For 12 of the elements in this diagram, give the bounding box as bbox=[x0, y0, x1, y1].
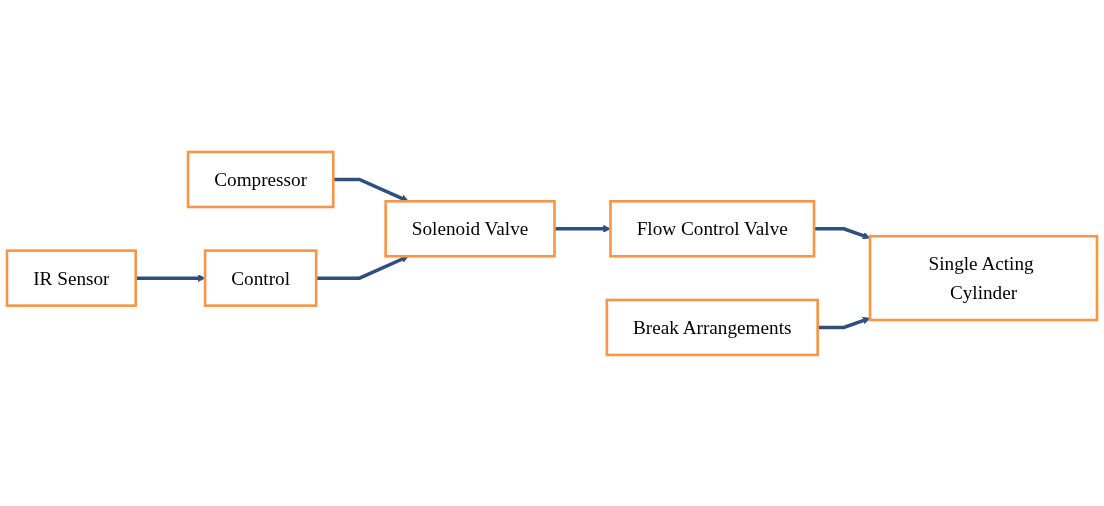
arrow bbox=[817, 316, 871, 329]
node-box: IR Sensor bbox=[5, 248, 137, 307]
arrow bbox=[135, 273, 206, 282]
node-box: Single Acting Cylinder bbox=[868, 234, 1099, 321]
arrow bbox=[814, 226, 871, 239]
node-box: Compressor bbox=[186, 150, 335, 208]
node-box: Control bbox=[203, 248, 318, 307]
node-box: Solenoid Valve bbox=[384, 199, 556, 258]
arrow bbox=[554, 224, 611, 233]
node-box: Flow Control Valve bbox=[609, 199, 816, 258]
node-box: Break Arrangements bbox=[605, 298, 819, 356]
arrow bbox=[316, 255, 409, 280]
